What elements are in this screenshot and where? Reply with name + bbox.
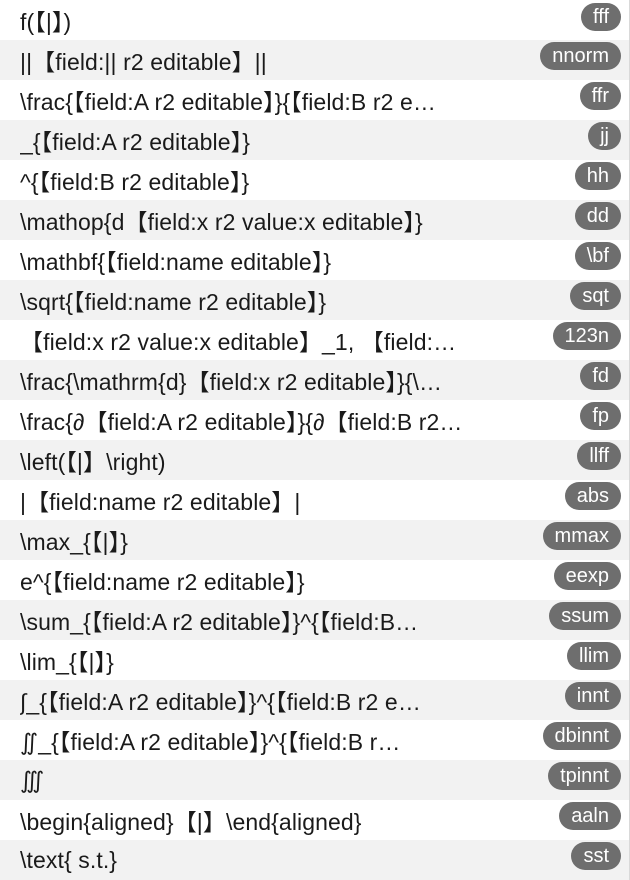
snippet-row[interactable]: \lim_{【|】} llim (0, 640, 629, 680)
snippet-row[interactable]: |【field:name r2 editable】| abs (0, 480, 629, 520)
shortcut-badge: sst (571, 842, 621, 870)
shortcut-badge: llff (577, 442, 621, 470)
snippet-row[interactable]: \text{ s.t.} sst (0, 840, 629, 880)
snippet-row[interactable]: \frac{【field:A r2 editable】}{【field:B r2… (0, 80, 629, 120)
snippet-text: ∭ (20, 766, 45, 793)
snippet-text: \sum_{【field:A r2 editable】}^{【field:B… (20, 609, 419, 635)
snippet-text: ∫_{【field:A r2 editable】}^{【field:B r2 e… (20, 689, 421, 715)
shortcut-badge: mmax (542, 522, 621, 550)
shortcut-badge: innt (564, 682, 621, 710)
snippet-row[interactable]: ∬_{【field:A r2 editable】}^{【field:B r… db… (0, 720, 629, 760)
snippet-text: \frac{∂【field:A r2 editable】}{∂【field:B … (20, 409, 463, 435)
snippet-text: \mathop{d【field:x r2 value:x editable】} (20, 209, 423, 235)
shortcut-badge: ffr (579, 82, 621, 110)
snippet-text: 【field:x r2 value:x editable】_1, 【field:… (20, 329, 457, 355)
shortcut-badge: nnorm (540, 42, 621, 70)
snippet-row[interactable]: ∭ tpinnt (0, 760, 629, 800)
shortcut-badge: ssum (549, 602, 621, 630)
snippet-row[interactable]: \max_{【|】} mmax (0, 520, 629, 560)
snippet-text: \begin{aligned}【|】\end{aligned} (20, 809, 362, 835)
snippet-text: \max_{【|】} (20, 529, 128, 555)
snippet-text: \frac{\mathrm{d}【field:x r2 editable】}{\… (20, 369, 443, 395)
snippet-row[interactable]: ∫_{【field:A r2 editable】}^{【field:B r2 e… (0, 680, 629, 720)
shortcut-badge: dbinnt (542, 722, 621, 750)
shortcut-badge: eexp (553, 562, 621, 590)
snippet-text: \left(【|】\right) (20, 449, 166, 475)
snippet-row[interactable]: \begin{aligned}【|】\end{aligned} aaln (0, 800, 629, 840)
shortcut-badge: jj (588, 122, 621, 150)
snippet-text: ^{【field:B r2 editable】} (20, 169, 250, 195)
snippet-row[interactable]: ^{【field:B r2 editable】} hh (0, 160, 629, 200)
shortcut-badge: abs (564, 482, 621, 510)
snippet-text: \text{ s.t.} (20, 846, 118, 873)
snippet-row[interactable]: e^{【field:name r2 editable】} eexp (0, 560, 629, 600)
snippet-text: \lim_{【|】} (20, 649, 114, 675)
snippet-row[interactable]: f(【|】) fff (0, 0, 629, 40)
shortcut-badge: \bf (574, 242, 621, 270)
snippet-text: f(【|】) (20, 9, 72, 35)
snippet-text: \mathbf{【field:name editable】} (20, 249, 332, 275)
shortcut-badge: llim (567, 642, 621, 670)
snippet-row[interactable]: ||【field:|| r2 editable】|| nnorm (0, 40, 629, 80)
shortcut-badge: fd (580, 362, 621, 390)
snippet-text: |【field:name r2 editable】| (20, 489, 301, 515)
shortcut-badge: hh (574, 162, 621, 190)
snippet-row[interactable]: 【field:x r2 value:x editable】_1, 【field:… (0, 320, 629, 360)
shortcut-badge: sqt (570, 282, 621, 310)
shortcut-badge: aaln (559, 802, 621, 830)
snippet-text: ∬_{【field:A r2 editable】}^{【field:B r… (20, 729, 401, 755)
shortcut-badge: fp (580, 402, 621, 430)
snippet-row[interactable]: \frac{\mathrm{d}【field:x r2 editable】}{\… (0, 360, 629, 400)
shortcut-badge: 123n (552, 322, 621, 350)
snippet-row[interactable]: \left(【|】\right) llff (0, 440, 629, 480)
shortcut-badge: dd (574, 202, 621, 230)
snippet-row[interactable]: \mathbf{【field:name editable】} \bf (0, 240, 629, 280)
snippet-text: \sqrt{【field:name r2 editable】} (20, 289, 327, 315)
snippet-row[interactable]: \mathop{d【field:x r2 value:x editable】} d… (0, 200, 629, 240)
snippet-row[interactable]: _{【field:A r2 editable】} jj (0, 120, 629, 160)
snippet-row[interactable]: \frac{∂【field:A r2 editable】}{∂【field:B … (0, 400, 629, 440)
snippet-text: ||【field:|| r2 editable】|| (20, 49, 267, 75)
snippet-row[interactable]: \sqrt{【field:name r2 editable】} sqt (0, 280, 629, 320)
snippet-text: e^{【field:name r2 editable】} (20, 569, 305, 595)
snippet-text: _{【field:A r2 editable】} (20, 129, 251, 155)
snippet-row[interactable]: \sum_{【field:A r2 editable】}^{【field:B… s… (0, 600, 629, 640)
snippet-text: \frac{【field:A r2 editable】}{【field:B r2… (20, 89, 436, 115)
shortcut-badge: fff (581, 3, 621, 31)
shortcut-badge: tpinnt (548, 762, 621, 790)
